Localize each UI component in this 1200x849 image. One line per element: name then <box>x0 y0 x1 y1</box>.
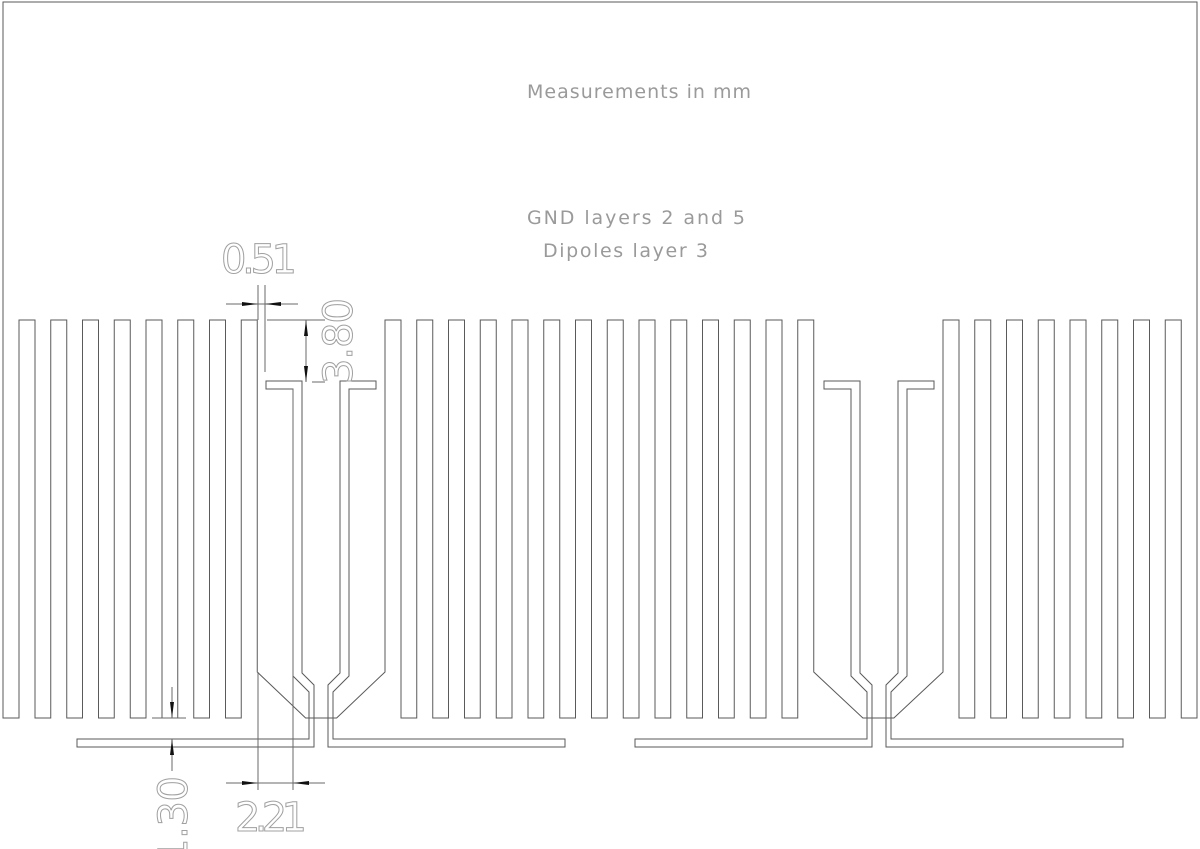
dipoles <box>76 380 1124 748</box>
dimension-label: 0.51 <box>221 237 297 283</box>
dimension-label: 3.80 <box>316 298 362 384</box>
arrow-icon <box>304 366 308 382</box>
units-note: Measurements in mm <box>527 81 751 103</box>
arrow-icon <box>170 702 174 718</box>
arrow-icon <box>293 781 309 785</box>
arrow-icon <box>304 320 308 336</box>
dimension-arm-gap: 2.21 <box>226 389 325 842</box>
dimension-label: 1.30 <box>151 776 197 849</box>
dipole-arm-left <box>634 380 873 748</box>
dimension-feed-offset: 1.30 <box>151 687 198 849</box>
arrow-icon <box>170 739 174 755</box>
gnd-board-outline <box>2 1 1198 719</box>
dipole-arm-right <box>327 380 566 748</box>
gnd-layers-note: GND layers 2 and 5 <box>527 207 745 229</box>
arrow-icon <box>242 781 258 785</box>
dimension-slot-depth: 3.80 <box>267 298 363 385</box>
arrow-icon <box>265 302 281 306</box>
dipole-arm-right <box>885 380 1124 748</box>
dimension-label: 2.21 <box>235 795 307 841</box>
dimension-slot-width: 0.51 <box>221 237 298 372</box>
arrow-icon <box>242 302 258 306</box>
dipoles-layer-note: Dipoles layer 3 <box>543 240 708 262</box>
